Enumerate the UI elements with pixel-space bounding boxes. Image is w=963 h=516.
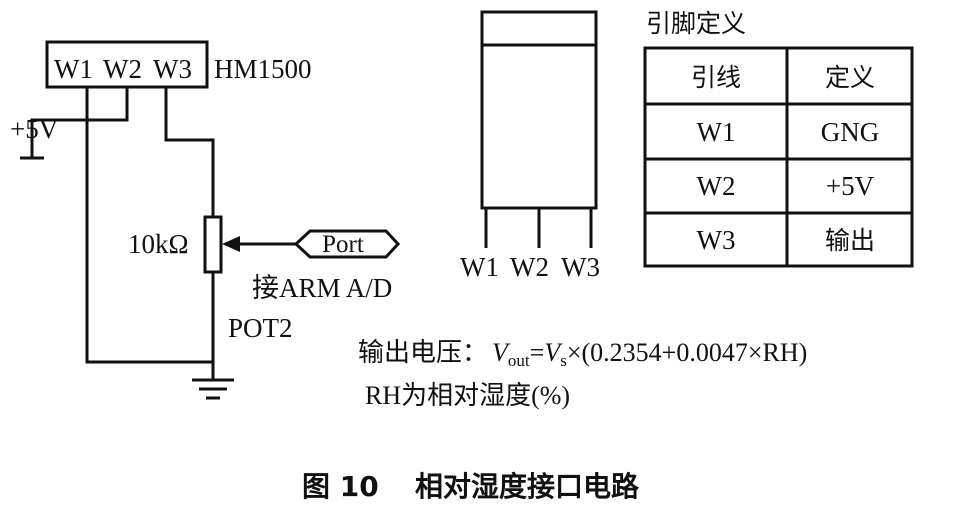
- caption-title: 相对湿度接口电路: [415, 470, 640, 503]
- pin-table-header-lead: 引线: [691, 63, 741, 92]
- rh-note: RH为相对湿度(%): [365, 381, 570, 410]
- w2-supply-wire: [30, 87, 129, 158]
- formula-equals: =: [530, 338, 545, 367]
- pin-table-row-2-lead: W2: [697, 171, 736, 201]
- formula-expression: ×(0.2354+0.0047×RH): [567, 338, 807, 367]
- formula-prefix: 输出电压：: [358, 338, 488, 368]
- module-pin-w2: W2: [103, 54, 142, 84]
- pot-resistance-label: 10kΩ: [128, 229, 189, 259]
- pin-table-header-definition: 定义: [825, 63, 875, 92]
- pin-table-row-3-lead: W3: [697, 225, 736, 255]
- pin-table: 引线 定义 W1 GNG W2 +5V W3 输出: [643, 46, 914, 268]
- w3-output-wire: [164, 87, 215, 217]
- w1-ground-wire: [85, 87, 213, 364]
- pin-table-border: [643, 46, 914, 268]
- potentiometer-body: [203, 215, 223, 274]
- supply-label: +5V: [10, 114, 59, 144]
- sensor-pin-w2: W2: [510, 252, 549, 282]
- output-voltage-formula: 输出电压：Vout=Vs×(0.2354+0.0047×RH): [358, 338, 807, 370]
- formula-vs-symbol: V: [544, 338, 563, 367]
- formula-vout-subscript: out: [508, 351, 530, 370]
- port-connection-label: 接ARM A/D: [252, 273, 392, 303]
- module-name: HM1500: [214, 54, 312, 84]
- pin-table-row-3-definition: 输出: [825, 226, 875, 255]
- port-symbol: [293, 229, 401, 259]
- pin-table-row-2-definition: +5V: [826, 171, 875, 201]
- module-pin-w3: W3: [153, 54, 192, 84]
- pot-name-label: POT2: [228, 313, 293, 343]
- caption-number: 图 10: [302, 470, 379, 503]
- pin-table-row-1-definition: GNG: [821, 117, 880, 147]
- sensor-body: [480, 10, 598, 210]
- sensor-pin-w3: W3: [561, 252, 600, 282]
- formula-vs-subscript: s: [560, 351, 567, 370]
- sensor-pin-w1: W1: [460, 252, 499, 282]
- port-label: Port: [322, 231, 364, 258]
- formula-vout-symbol: V: [492, 338, 511, 367]
- pin-table-title: 引脚定义: [646, 9, 746, 38]
- pin-table-row-1-lead: W1: [697, 117, 736, 147]
- wiper-arrow-head-icon: [222, 236, 240, 252]
- module-pin-w1: W1: [54, 54, 93, 84]
